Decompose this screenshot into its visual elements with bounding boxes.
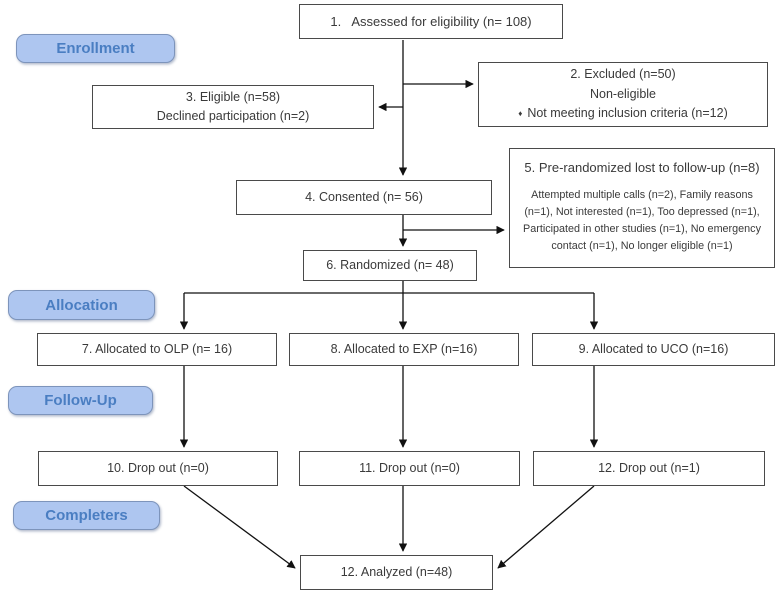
box-eligible: 3. Eligible (n=58) Declined participatio… [92, 85, 374, 129]
box-consented: 4. Consented (n= 56) [236, 180, 492, 215]
box-eligible-line1: 3. Eligible (n=58) [185, 90, 281, 105]
box-allocated-exp-text: 8. Allocated to EXP (n=16) [330, 342, 478, 357]
box-allocated-olp-text: 7. Allocated to OLP (n= 16) [81, 342, 233, 357]
box-excluded-line2: Non-eligible [589, 86, 656, 101]
box-allocated-exp: 8. Allocated to EXP (n=16) [289, 333, 519, 366]
box-dropout-olp: 10. Drop out (n=0) [38, 451, 278, 486]
box-prerandomized-body: Attempted multiple calls (n=2), Family r… [523, 188, 761, 253]
box-assessed-for-eligibility: 1. Assessed for eligibility (n= 108) [299, 4, 563, 39]
diamond-bullet-icon: ♦ [518, 109, 523, 119]
box-assessed-text: 1. Assessed for eligibility (n= 108) [330, 13, 532, 29]
arrow-group [179, 40, 599, 569]
box-eligible-line2: Declined participation (n=2) [156, 109, 310, 123]
box-excluded: 2. Excluded (n=50) Non-eligible ♦ Not mee… [478, 62, 768, 127]
box-dropout-exp: 11. Drop out (n=0) [299, 451, 520, 486]
box-excluded-line1: 2. Excluded (n=50) [570, 67, 676, 82]
box-dropout-olp-text: 10. Drop out (n=0) [107, 461, 209, 476]
box-consented-text: 4. Consented (n= 56) [305, 190, 423, 205]
arrow-dropout-uco-to-analyzed [497, 485, 595, 569]
box-dropout-uco: 12. Drop out (n=1) [533, 451, 765, 486]
box-dropout-exp-text: 11. Drop out (n=0) [359, 461, 460, 476]
box-randomized-text: 6. Randomized (n= 48) [326, 258, 454, 273]
box-allocated-olp: 7. Allocated to OLP (n= 16) [37, 333, 277, 366]
box-analyzed: 12. Analyzed (n=48) [300, 555, 493, 590]
stage-label-allocation: Allocation [8, 290, 155, 320]
stage-label-enrollment-text: Enrollment [56, 40, 135, 57]
box-dropout-uco-text: 12. Drop out (n=1) [598, 461, 700, 476]
stage-label-follow-up-text: Follow-Up [44, 392, 117, 409]
stage-label-allocation-text: Allocation [45, 296, 118, 314]
box-allocated-uco-text: 9. Allocated to UCO (n=16) [578, 342, 729, 357]
stage-label-enrollment: Enrollment [16, 34, 175, 63]
box-allocated-uco: 9. Allocated to UCO (n=16) [532, 333, 775, 366]
box-prerandomized-title: 5. Pre-randomized lost to follow-up (n=8… [524, 160, 760, 175]
box-excluded-line3-text: Not meeting inclusion criteria (n=12) [527, 106, 728, 121]
stage-label-follow-up: Follow-Up [8, 386, 153, 415]
stage-label-completers: Completers [13, 501, 160, 530]
box-randomized: 6. Randomized (n= 48) [303, 250, 477, 281]
arrow-dropout-olp-to-analyzed [183, 485, 296, 569]
box-prerandomized-lost: 5. Pre-randomized lost to follow-up (n=8… [509, 148, 775, 268]
box-analyzed-text: 12. Analyzed (n=48) [340, 565, 453, 580]
stage-label-completers-text: Completers [45, 507, 128, 524]
box-excluded-line3: ♦ Not meeting inclusion criteria (n=12) [518, 104, 728, 123]
